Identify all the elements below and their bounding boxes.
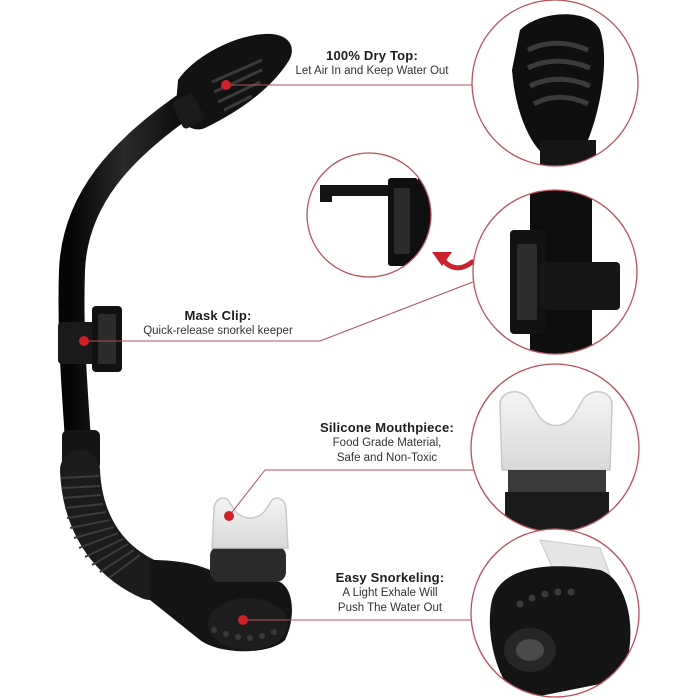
detail-circle-dry-top	[471, 0, 639, 167]
detail-circle-mouthpiece	[470, 363, 640, 533]
callout-line: Safe and Non-Toxic	[336, 451, 438, 464]
detail-circle-clip-detached	[306, 152, 432, 278]
detail-circle-purge-valve	[470, 528, 640, 698]
callout-line: A Light Exhale Will	[342, 587, 438, 600]
dot-dry-top	[221, 80, 231, 90]
dot-mouthpiece	[224, 511, 234, 521]
callout-title: Easy Snorkeling:	[335, 570, 445, 585]
callout-title: Mask Clip:	[184, 308, 252, 323]
dot-mask-clip	[79, 336, 89, 346]
leader-lines	[84, 84, 479, 621]
red-arrow-icon	[432, 252, 475, 271]
leader-line-mouthpiece	[228, 469, 475, 517]
leader-line-mask-clip	[84, 279, 479, 342]
callout-easy-snorkeling: Easy Snorkeling: A Light Exhale Will Pus…	[310, 570, 470, 615]
snorkel	[58, 33, 292, 652]
callout-mask-clip: Mask Clip: Quick-release snorkel keeper	[118, 308, 318, 339]
callout-line: Food Grade Material,	[332, 437, 442, 450]
callout-mouthpiece: Silicone Mouthpiece: Food Grade Material…	[302, 420, 472, 465]
callout-title: 100% Dry Top:	[326, 48, 418, 63]
callout-title: Silicone Mouthpiece:	[319, 420, 454, 435]
detail-circle-clip-attached	[472, 189, 638, 355]
callout-dots	[79, 80, 248, 625]
callout-line: Push The Water Out	[337, 601, 443, 614]
callout-line: Let Air In and Keep Water Out	[295, 65, 449, 78]
callout-line: Quick-release snorkel keeper	[143, 325, 293, 338]
callout-dry-top: 100% Dry Top: Let Air In and Keep Water …	[272, 48, 472, 79]
dot-easy-snorkeling	[238, 615, 248, 625]
